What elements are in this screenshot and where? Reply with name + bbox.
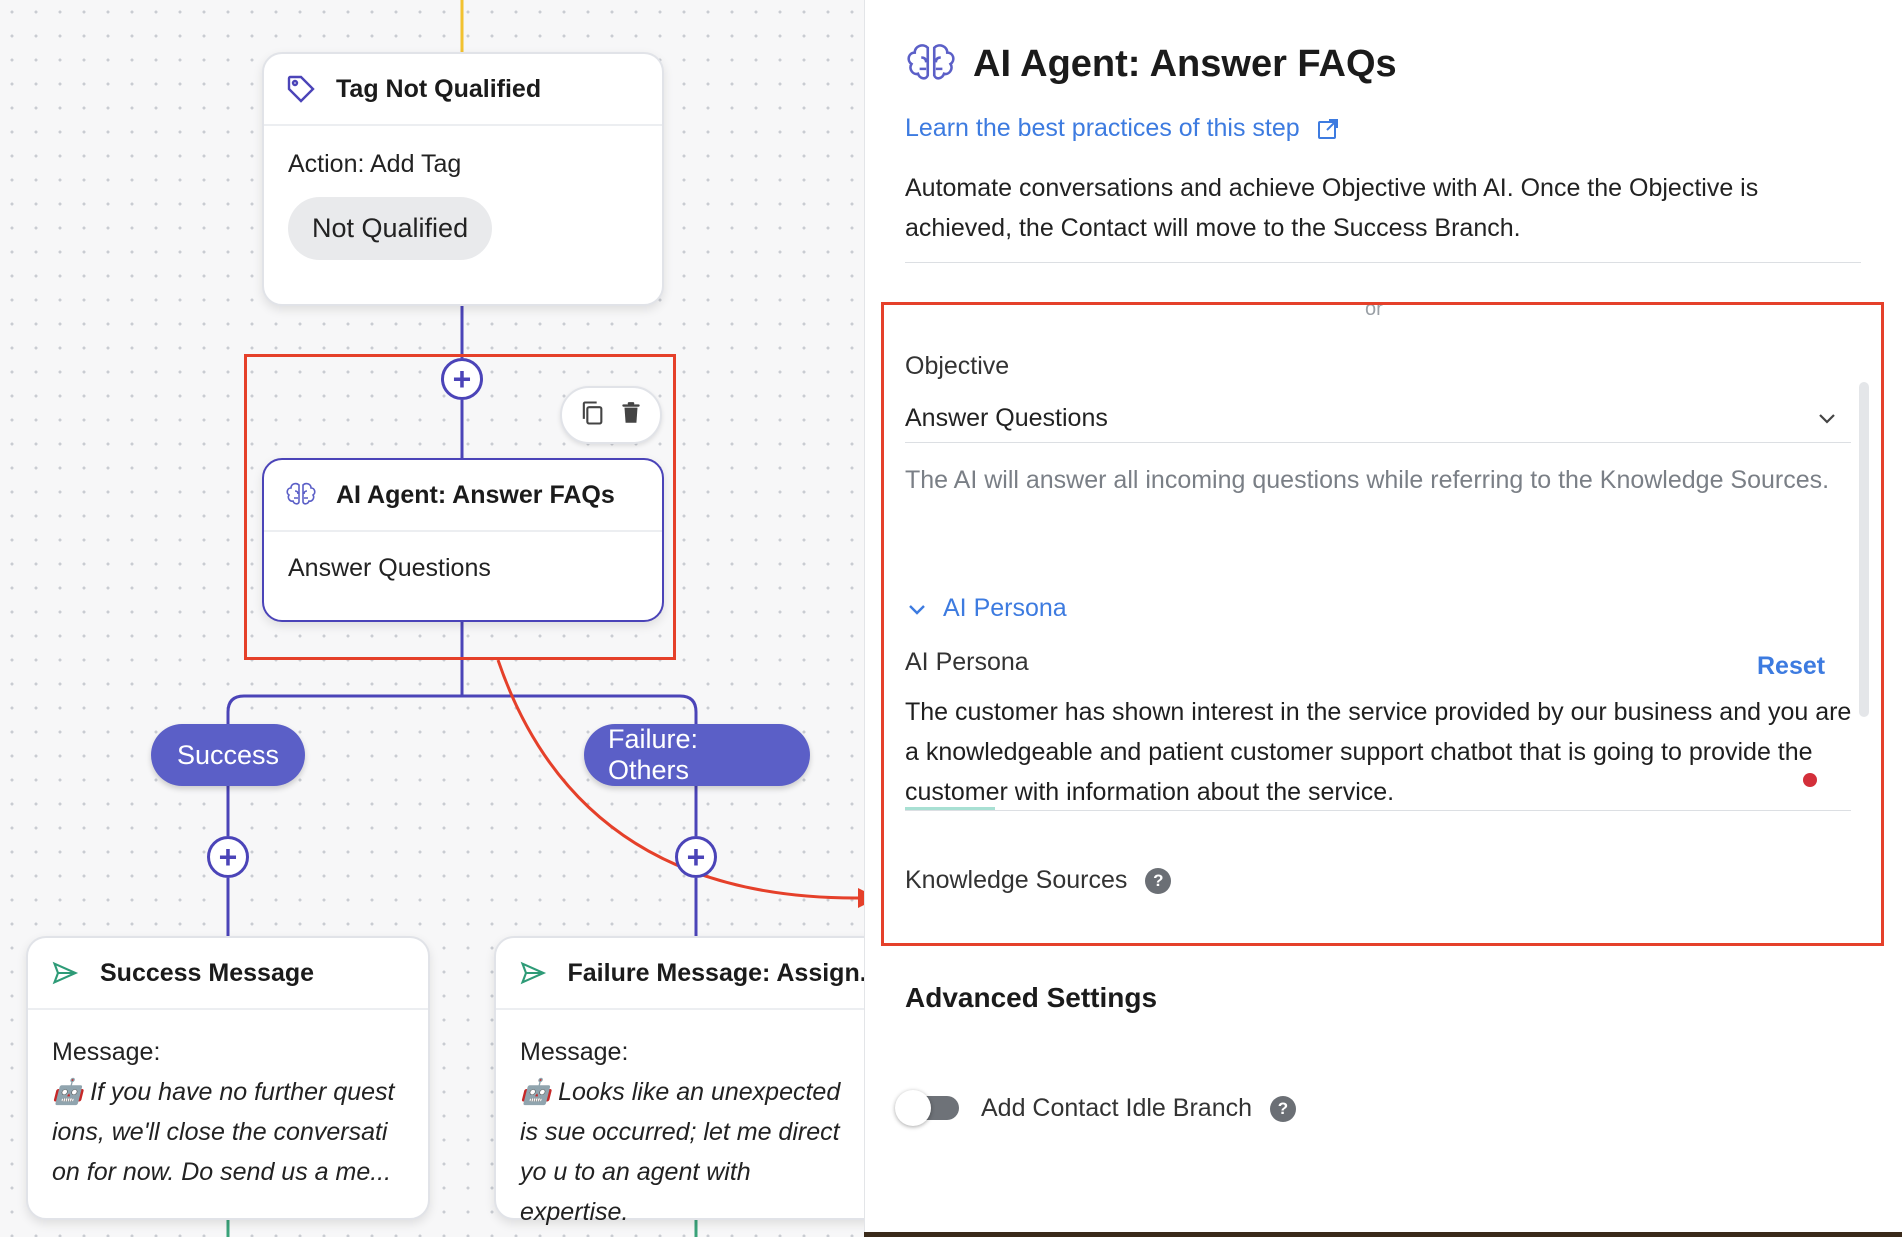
tag-icon: [284, 72, 318, 106]
node-toolbar: [560, 386, 662, 444]
toggle-knob: [895, 1090, 931, 1126]
window-bottom-edge: [864, 1232, 1902, 1237]
plus-icon: +: [452, 361, 472, 397]
ai-persona-label: AI Persona: [905, 648, 1029, 676]
panel-scrollbar[interactable]: [1859, 382, 1869, 717]
external-link-icon: [1317, 118, 1338, 139]
panel-highlight-box: [881, 302, 1884, 946]
learn-link-text: Learn the best practices of this step: [905, 114, 1300, 142]
branch-success-pill[interactable]: Success: [151, 724, 305, 786]
message-preview-text: If you have no further quest ions, we'll…: [52, 1078, 395, 1186]
message-preview: 🤖 Looks like an unexpected is sue occurr…: [520, 1072, 842, 1232]
knowledge-sources-row: Knowledge Sources ?: [905, 866, 1172, 895]
select-underline: [905, 442, 1851, 443]
robot-emoji: 🤖: [52, 1078, 84, 1106]
learn-best-practices-link[interactable]: Learn the best practices of this step: [905, 114, 1340, 143]
objective-label: Objective: [905, 352, 1010, 380]
advanced-settings-title: Advanced Settings: [905, 982, 1158, 1013]
plus-icon: +: [218, 839, 238, 875]
node-title: Tag Not Qualified: [336, 74, 542, 103]
add-step-button[interactable]: +: [441, 358, 483, 400]
add-step-button-success[interactable]: +: [207, 836, 249, 878]
ai-persona-section-label: AI Persona: [943, 594, 1067, 622]
ai-persona-textarea[interactable]: The customer has shown interest in the s…: [905, 698, 1852, 806]
node-action-text: Action: Add Tag: [288, 150, 462, 178]
node-objective-text: Answer Questions: [288, 554, 491, 582]
textarea-underline: [905, 810, 1851, 811]
idle-branch-toggle[interactable]: [895, 1090, 959, 1126]
node-header: Success Message: [28, 938, 428, 1010]
workflow-canvas[interactable]: Tag Not Qualified Action: Add Tag Not Qu…: [0, 0, 864, 1237]
plus-icon: +: [686, 839, 706, 875]
branch-failure-pill[interactable]: Failure: Others: [584, 724, 810, 786]
node-header: AI Agent: Answer FAQs: [264, 460, 662, 532]
tag-chip: Not Qualified: [288, 197, 493, 260]
idle-branch-label: Add Contact Idle Branch: [981, 1094, 1252, 1122]
failure-message-node[interactable]: Failure Message: Assign... Message: 🤖 Lo…: [494, 936, 864, 1226]
ai-persona-section-toggle[interactable]: AI Persona: [905, 594, 1067, 623]
help-icon[interactable]: ?: [1145, 867, 1172, 894]
reset-persona-button[interactable]: Reset: [1757, 652, 1826, 680]
brain-icon: [907, 44, 955, 80]
trash-icon[interactable]: [618, 398, 644, 433]
node-title: Success Message: [100, 958, 315, 987]
robot-emoji: 🤖: [520, 1078, 552, 1106]
copy-icon[interactable]: [578, 398, 606, 433]
canvas-highlight-box: [244, 354, 676, 660]
panel-header: AI Agent: Answer FAQs: [905, 38, 1397, 90]
ai-agent-node[interactable]: AI Agent: Answer FAQs Answer Questions: [262, 458, 664, 622]
objective-select-value: Answer Questions: [905, 404, 1108, 432]
message-preview-text: Looks like an unexpected is sue occurred…: [520, 1078, 841, 1226]
unsaved-indicator-dot: [1803, 773, 1817, 787]
chevron-down-icon: [909, 604, 925, 615]
objective-helper-text: The AI will answer all incoming question…: [905, 466, 1830, 494]
node-header: Failure Message: Assign...: [496, 938, 864, 1010]
idle-branch-row: Add Contact Idle Branch ?: [981, 1094, 1296, 1123]
panel-title: AI Agent: Answer FAQs: [973, 42, 1397, 85]
node-title: AI Agent: Answer FAQs: [336, 480, 615, 509]
success-message-node[interactable]: Success Message Message: 🤖 If you have n…: [26, 936, 430, 1220]
node-title: Failure Message: Assign...: [567, 958, 865, 987]
help-icon[interactable]: ?: [1270, 1095, 1296, 1122]
message-label: Message:: [52, 1038, 161, 1066]
add-step-button-failure[interactable]: +: [675, 836, 717, 878]
tag-not-qualified-node[interactable]: Tag Not Qualified Action: Add Tag Not Qu…: [262, 52, 664, 306]
node-header: Tag Not Qualified: [264, 54, 662, 126]
message-preview: 🤖 If you have no further quest ions, we'…: [52, 1072, 404, 1192]
chevron-down-icon[interactable]: [1815, 406, 1839, 430]
panel-description: Automate conversations and achieve Objec…: [905, 174, 1759, 242]
step-settings-panel: AI Agent: Answer FAQs Learn the best pra…: [864, 0, 1902, 1237]
brain-icon: [284, 478, 318, 512]
send-icon: [48, 956, 82, 990]
send-icon: [516, 956, 550, 990]
knowledge-sources-label: Knowledge Sources: [905, 866, 1128, 894]
spellcheck-underline: [905, 807, 995, 810]
divider: [905, 262, 1861, 263]
message-label: Message:: [520, 1038, 629, 1066]
